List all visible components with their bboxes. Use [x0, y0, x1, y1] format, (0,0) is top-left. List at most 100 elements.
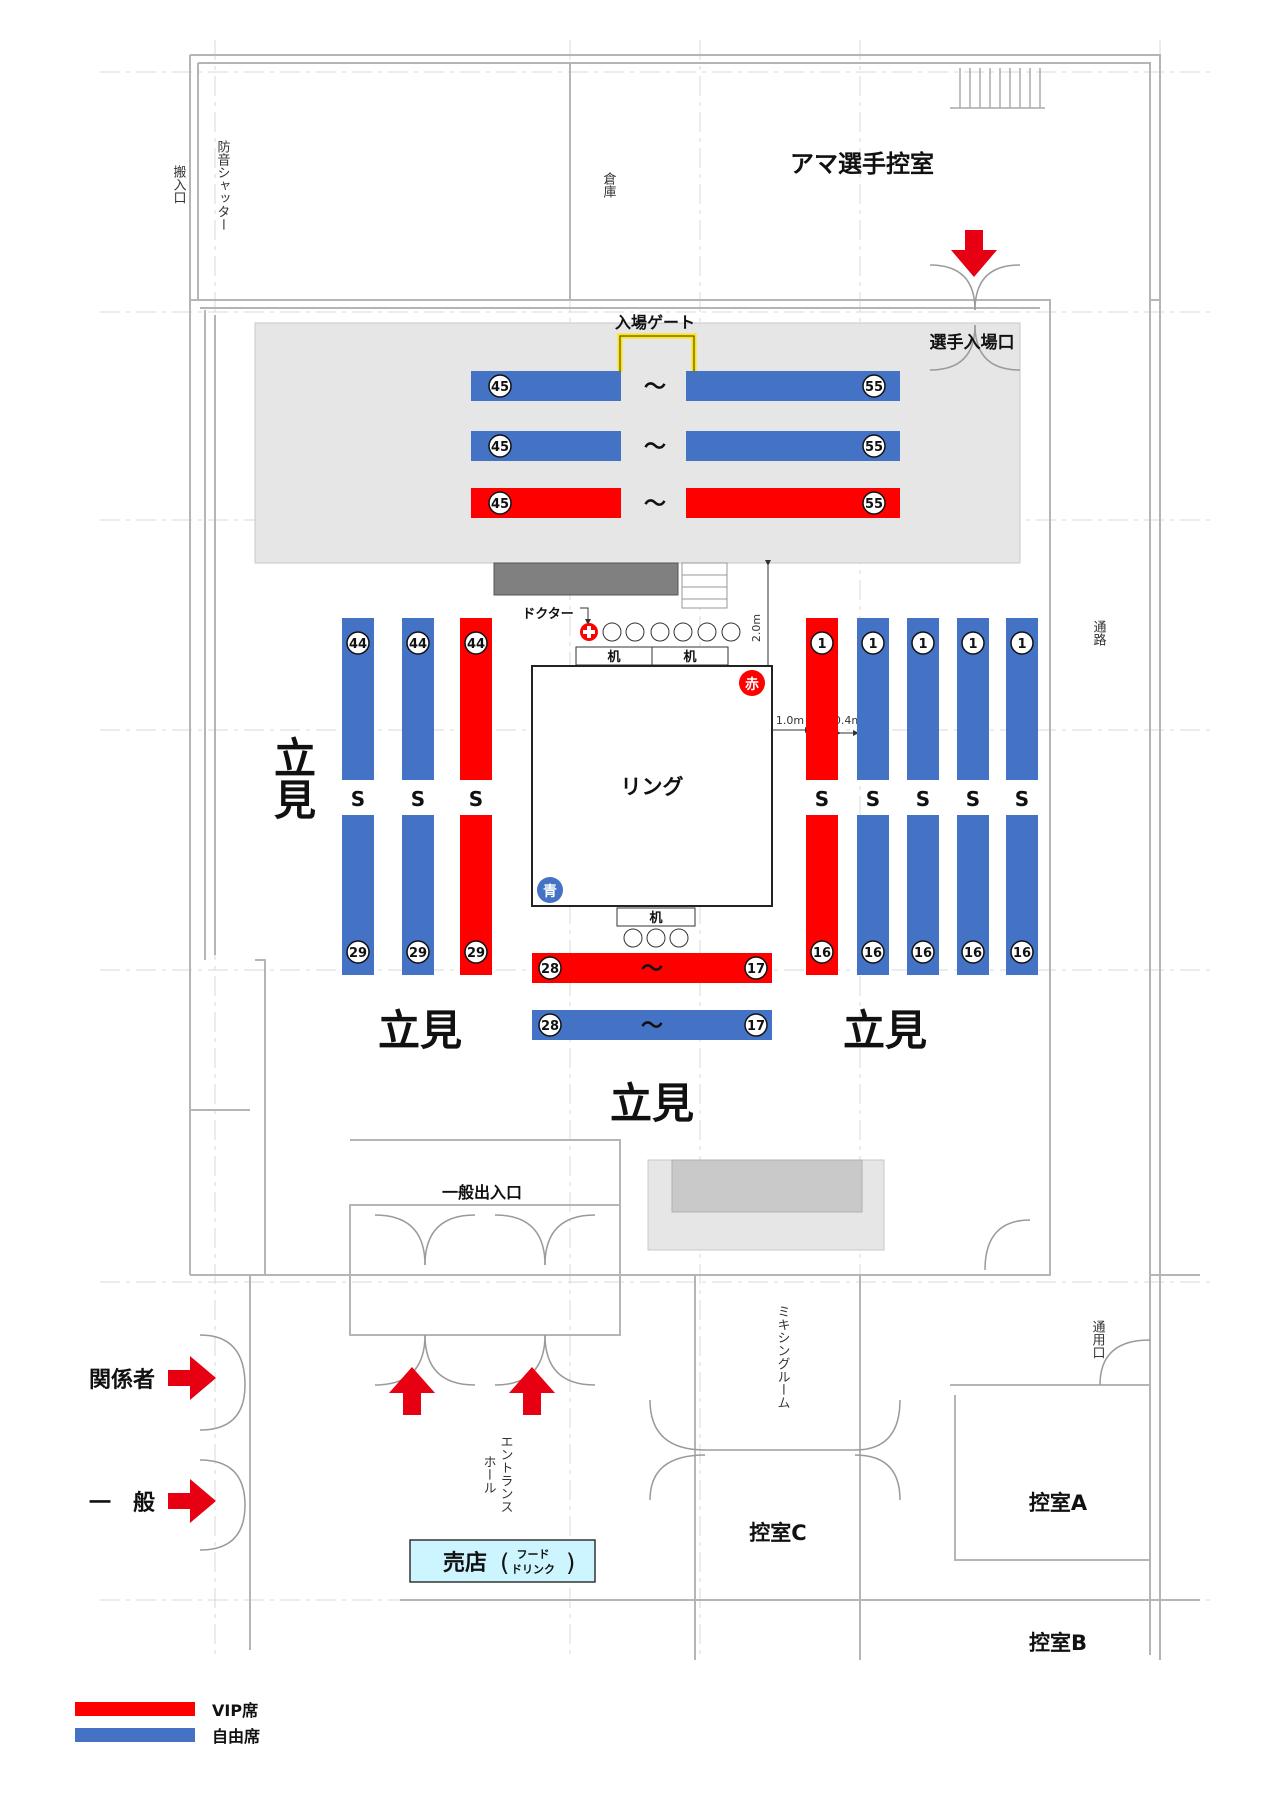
seat-range-wave: S — [815, 787, 829, 811]
arrow-right-icon — [168, 1356, 216, 1400]
standing-label-bottom-left: 立見 — [378, 1006, 462, 1055]
seat-number: 1 — [968, 637, 977, 652]
seat-number: 44 — [467, 637, 485, 652]
stairs — [950, 68, 1045, 109]
seat-number: 1 — [868, 637, 877, 652]
seat-number: 16 — [813, 946, 831, 961]
chair — [646, 928, 666, 948]
seat-number: 29 — [349, 946, 367, 961]
seat-number: 44 — [409, 637, 427, 652]
seat-badge-start: 45 — [488, 374, 512, 398]
legend-swatch — [75, 1728, 195, 1742]
staff-entrance-label: 関係者 — [89, 1368, 155, 1393]
seat-number: 1 — [1017, 637, 1026, 652]
seat-number: 17 — [747, 1019, 765, 1034]
vip-floor-area — [254, 322, 1021, 564]
entry-gate-label: 入場ゲート — [615, 313, 695, 332]
seat-column-left: S 44 29 — [460, 618, 492, 975]
seat-column-left: S 44 29 — [402, 618, 434, 975]
service-entrance-label: 通用口 — [1090, 1320, 1106, 1359]
seat-number: 16 — [964, 946, 982, 961]
ring-steps — [681, 562, 728, 609]
chair — [602, 622, 622, 642]
svg-text:机: 机 — [649, 910, 662, 926]
arrow-right-icon — [168, 1479, 216, 1523]
vertical-labels: 搬入口 防音シャッター 倉庫 通路 通用口 ミキシングルーム エントランス ホー… — [171, 139, 1107, 1513]
dist-1m-label: 1.0m — [776, 714, 804, 727]
general-exit-label: 一般出入口 — [442, 1183, 522, 1202]
seat-number: 44 — [349, 637, 367, 652]
passage-label: 通路 — [1091, 620, 1107, 646]
seat-number: 45 — [491, 440, 509, 455]
doors — [199, 264, 1151, 1551]
seat-badge-bottom: 16 — [1010, 940, 1034, 964]
legend-swatch — [75, 1702, 195, 1716]
mixing-room-label: ミキシングルーム — [775, 1305, 791, 1409]
seat-number: 29 — [409, 946, 427, 961]
room-a-label: 控室A — [1029, 1491, 1088, 1515]
seat-number: 16 — [1013, 946, 1031, 961]
standing-label-bottom-right: 立見 — [843, 1006, 927, 1055]
seat-column-right: S 1 16 — [1006, 618, 1038, 975]
seat-number: 1 — [817, 637, 826, 652]
seat-badge-start: 28 — [538, 1013, 562, 1037]
seat-column-right: S 1 16 — [806, 618, 838, 975]
legend-label: VIP席 — [212, 1701, 258, 1720]
seat-number: 45 — [491, 497, 509, 512]
desk-row-top: 机 机 — [575, 646, 729, 666]
seat-range-wave: S — [411, 787, 425, 811]
chair — [650, 622, 670, 642]
seat-badge-top: 1 — [961, 631, 985, 655]
kiosk: 売店 ( フード ドリンク ) — [409, 1539, 596, 1583]
svg-text:青: 青 — [543, 883, 557, 900]
chair — [625, 622, 645, 642]
doctor-label: ドクター — [522, 607, 573, 622]
room-c-label: 控室C — [749, 1521, 806, 1545]
seat-badge-start: 45 — [488, 491, 512, 515]
seat-number: 29 — [467, 946, 485, 961]
judge-chairs — [602, 622, 741, 948]
entrance-arrows — [168, 230, 997, 1523]
seat-badge-bottom: 16 — [861, 940, 885, 964]
arrow-down-icon — [951, 230, 997, 277]
seat-column-right: S 1 16 — [957, 618, 989, 975]
seat-range-wave: S — [966, 787, 980, 811]
seat-badge-top: 44 — [406, 631, 430, 655]
general-entrance-label: 一 般 — [89, 1490, 155, 1516]
seat-badge-end: 55 — [862, 374, 886, 398]
standing-label-bottom-center: 立見 — [610, 1079, 694, 1128]
legend-label: 自由席 — [212, 1727, 260, 1746]
blue-corner-badge: 青 — [537, 877, 563, 903]
chair — [673, 622, 693, 642]
standing-label-left: 立見 — [268, 736, 317, 820]
desk-label: 机 — [683, 649, 696, 665]
ring — [531, 665, 773, 907]
seat-badge-top: 44 — [464, 631, 488, 655]
kiosk-paren-close: ) — [566, 1549, 575, 1577]
press-table — [493, 562, 679, 596]
seat-number: 55 — [865, 440, 883, 455]
seat-number: 45 — [491, 380, 509, 395]
seat-row-top: 〜 45 55 — [471, 488, 900, 518]
seat-range-wave: S — [1015, 787, 1029, 811]
seat-range-tilde: 〜 — [644, 492, 666, 517]
room-b-label: 控室B — [1029, 1631, 1087, 1655]
seat-range-tilde: 〜 — [644, 435, 666, 460]
desk-label: 机 — [607, 649, 620, 665]
seat-badge-top: 1 — [810, 631, 834, 655]
loading-entrance-label: 搬入口 — [171, 165, 187, 204]
seat-range-wave: S — [469, 787, 483, 811]
seat-number: 55 — [865, 497, 883, 512]
seat-number: 16 — [864, 946, 882, 961]
seat-range-tilde: 〜 — [641, 1014, 663, 1039]
legend-item: VIP席 — [75, 1701, 258, 1720]
seat-number: 28 — [541, 1019, 559, 1034]
desk-bottom: 机 — [616, 907, 696, 927]
